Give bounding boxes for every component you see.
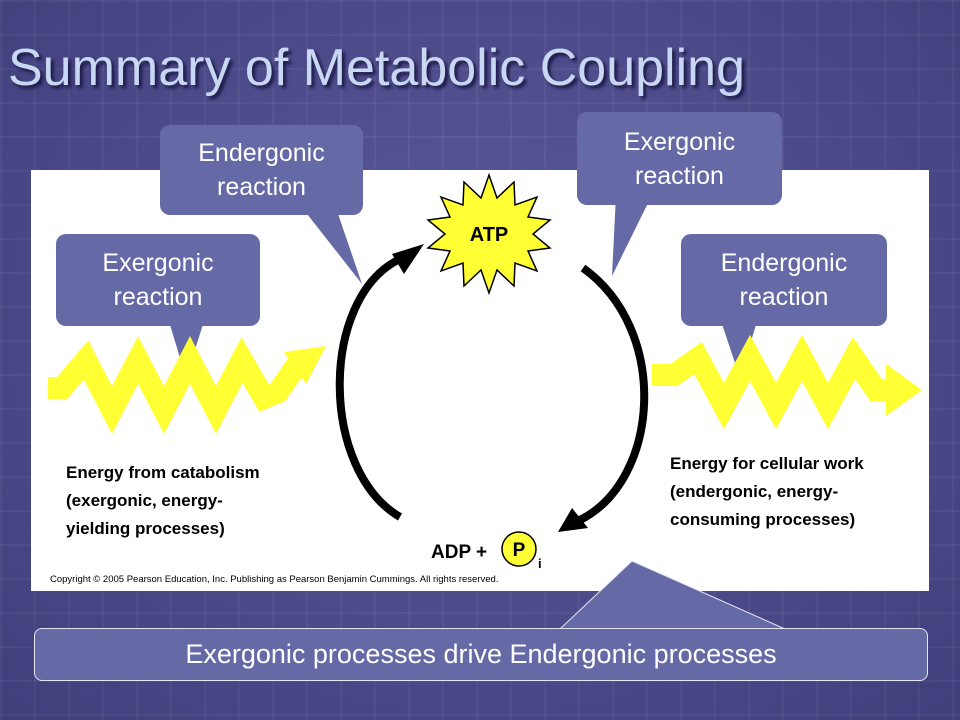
callout-exergonic-top: Exergonic reaction: [577, 112, 782, 205]
phosphate-label: P: [513, 540, 526, 561]
right-caption-line-3: consuming processes): [670, 510, 855, 529]
callout-tail-endergonic-right: [720, 318, 758, 378]
adp-label: ADP +: [431, 542, 487, 563]
right-caption-line-1: Energy for cellular work: [670, 454, 864, 473]
left-caption-line-1: Energy from catabolism: [66, 463, 260, 482]
right-caption-line-2: (endergonic, energy-: [670, 482, 838, 501]
atp-starburst: [426, 172, 552, 296]
callout-line-1: Exergonic: [102, 249, 214, 277]
callout-line-1: Endergonic: [198, 139, 325, 167]
left-energy-zigzag: [48, 336, 326, 434]
callout-line-2: reaction: [113, 283, 203, 311]
callout-endergonic-right: Endergonic reaction: [681, 234, 887, 326]
left-caption-line-3: yielding processes): [66, 519, 225, 538]
callout-line-2: reaction: [217, 173, 306, 201]
left-caption-line-2: (exergonic, energy-: [66, 491, 223, 510]
callout-tail-endergonic-top: [300, 205, 362, 284]
cycle-arrow-right: [558, 264, 649, 532]
callout-tail-exergonic-top: [612, 195, 652, 276]
summary-text: Exergonic processes drive Endergonic pro…: [185, 639, 777, 669]
cycle-arrow-left: [335, 244, 424, 521]
callout-line-1: Exergonic: [623, 127, 736, 156]
callout-line-2: reaction: [739, 283, 829, 311]
callout-line-1: Endergonic: [720, 249, 848, 277]
callout-exergonic-left: Exergonic reaction: [56, 234, 260, 326]
phosphate-circle: [501, 531, 537, 567]
summary-callout: Exergonic processes drive Endergonic pro…: [34, 628, 928, 681]
phosphate-subscript: i: [538, 556, 542, 571]
summary-tail: [558, 560, 786, 630]
callout-line-2: reaction: [635, 161, 724, 190]
callout-endergonic-top: Endergonic reaction: [160, 125, 363, 215]
copyright-notice: Copyright © 2005 Pearson Education, Inc.…: [50, 574, 498, 585]
slide-title: Summary of Metabolic Coupling: [8, 39, 745, 97]
atp-label: ATP: [470, 224, 509, 246]
right-energy-zigzag: [652, 334, 922, 430]
